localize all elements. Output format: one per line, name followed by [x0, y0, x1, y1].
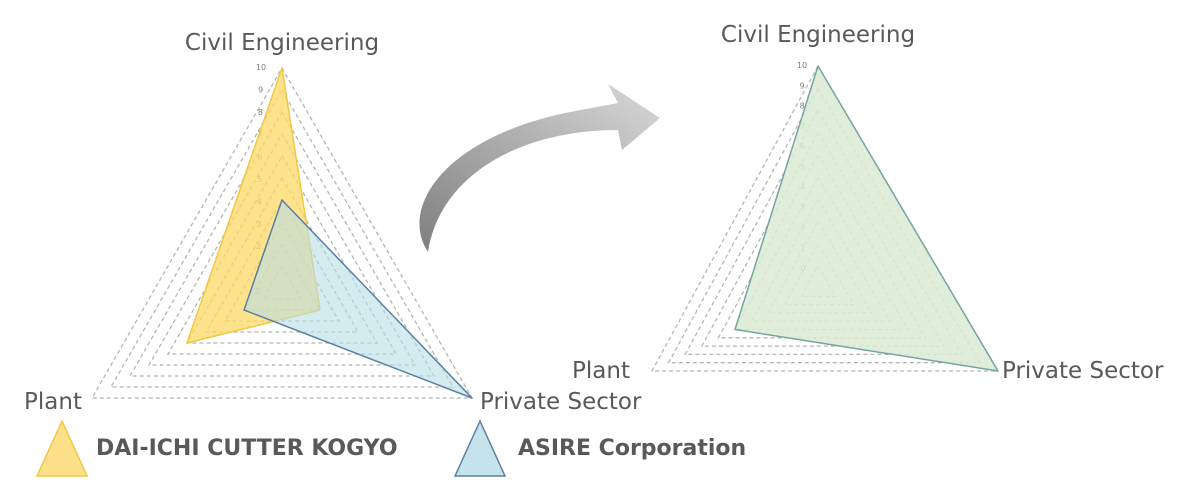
legend-label: DAI-ICHI CUTTER KOGYO: [96, 436, 398, 461]
axis-label: Civil Engineering: [721, 22, 915, 48]
legend-swatch-triangle-icon: [35, 419, 89, 477]
axis-label: Private Sector: [480, 389, 642, 415]
axis-label: Plant: [572, 358, 630, 384]
legend-item-dai-ichi: DAI-ICHI CUTTER KOGYO: [35, 419, 398, 477]
tick-label: 8: [800, 102, 805, 111]
grid-ring: [90, 66, 474, 399]
series-polygon: [734, 65, 999, 372]
grid-ring: [700, 131, 946, 347]
transition-arrow-icon: [419, 84, 660, 252]
axis-label: Private Sector: [1002, 358, 1164, 384]
tick-label: 10: [256, 63, 266, 72]
series-polygon: [243, 199, 473, 399]
legend-swatch-triangle-icon: [453, 419, 507, 477]
legend-item-asire: ASIRE Corporation: [453, 419, 746, 477]
grid-ring: [128, 110, 436, 377]
tick-label: 9: [800, 81, 805, 90]
grid-ring: [147, 132, 417, 366]
axis-label: Civil Engineering: [185, 30, 379, 56]
grid-ring: [667, 86, 982, 364]
tick-label: 9: [258, 85, 263, 94]
axis-label: Plant: [24, 389, 82, 415]
grid-ring: [109, 88, 455, 388]
tick-label: 10: [797, 61, 807, 70]
legend-label: ASIRE Corporation: [518, 436, 746, 461]
tick-label: 8: [258, 108, 263, 117]
legend: DAI-ICHI CUTTER KOGYO ASIRE Corporation: [35, 419, 746, 477]
